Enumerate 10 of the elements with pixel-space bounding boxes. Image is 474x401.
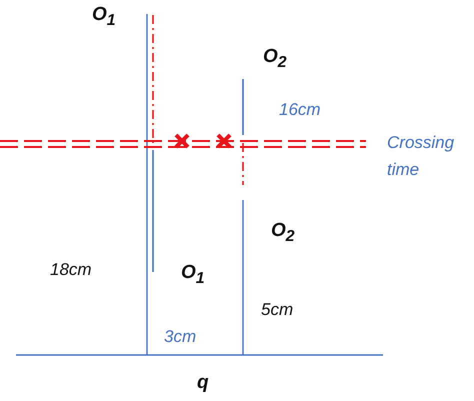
symbol-label: O$_{1}$ [181, 262, 205, 288]
dimension-label: 16cm [279, 100, 321, 120]
dimension-label: 18cm [50, 260, 92, 280]
symbol-label: O$_{1}$ [92, 4, 116, 30]
dimension-label: 5cm [261, 300, 294, 320]
dimension-label: 3cm [164, 327, 196, 347]
symbol-label: O$_{2}$ [263, 46, 287, 72]
symbol-label: q [197, 372, 209, 394]
symbol-label: O$_{2}$ [271, 220, 295, 246]
annotation-label: Crossing time [387, 132, 456, 182]
